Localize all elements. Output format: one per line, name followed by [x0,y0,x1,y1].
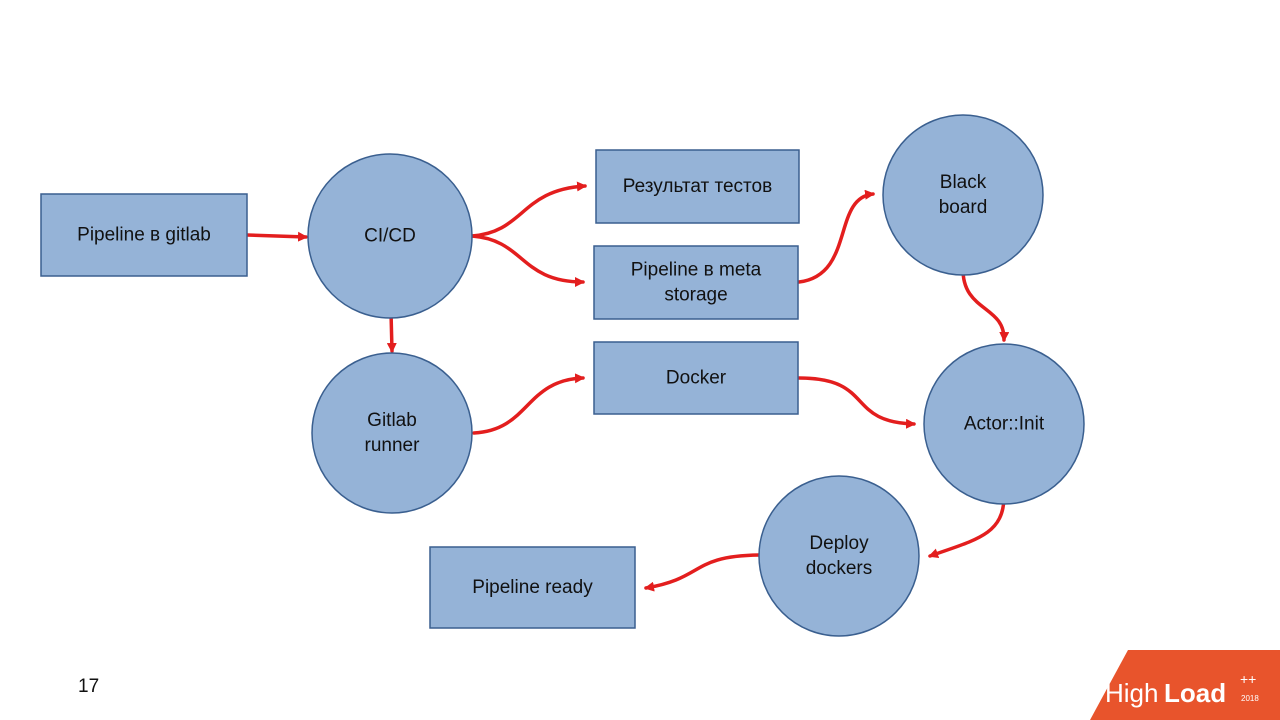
node-cicd-circle [307,153,473,319]
edge-actor-init-to-deploy-dockers [928,496,1006,559]
node-pipeline-meta-box [593,245,799,320]
node-test-results-box [595,149,800,224]
node-blackboard: Black board [882,114,1044,276]
edges [245,181,1010,592]
node-pipeline-gitlab-label: Pipeline в gitlab [77,225,211,246]
node-actor-init-circle [923,343,1085,505]
edge-pipeline-gitlab-to-cicd [245,231,308,242]
edge-pipeline-meta-to-blackboard [797,189,875,284]
edge-blackboard-to-actor-init [961,266,1010,342]
node-pipeline-ready: Pipeline ready [429,546,636,629]
node-deploy-dockers-label: Deploy [809,533,869,554]
node-actor-init-label: Actor::Init [964,414,1045,435]
edge-gitlab-runner-to-docker [472,373,585,435]
node-pipeline-ready-box [429,546,636,629]
node-actor-init: Actor::Init [923,343,1085,505]
node-blackboard-label: Black [940,172,987,193]
logo-load: Load [1164,678,1226,708]
node-gitlab-runner-label: Gitlab [367,410,417,431]
slide-number: 17 [78,676,100,697]
node-deploy-dockers-label: dockers [806,558,873,579]
node-pipeline-meta-label: storage [664,285,727,306]
logo-plus: ++ [1240,671,1256,687]
node-docker-label: Docker [666,368,727,389]
node-deploy-dockers-circle [758,475,920,637]
node-test-results-label: Результат тестов [623,176,772,197]
node-pipeline-gitlab-box [40,193,248,277]
node-test-results: Результат тестов [595,149,800,224]
node-pipeline-meta-label: Pipeline в meta [631,260,762,281]
edge-docker-to-actor-init [797,376,916,429]
logo-high: High [1105,678,1158,708]
logo-background [1090,650,1280,720]
logo-year: 2018 [1241,694,1259,703]
node-gitlab-runner-label: runner [365,435,421,456]
highload-logo: High Load ++ 2018 [1090,650,1280,720]
node-deploy-dockers: Deploy dockers [758,475,920,637]
node-pipeline-meta: Pipeline в meta storage [593,245,799,320]
node-docker-box [593,341,799,415]
node-pipeline-gitlab: Pipeline в gitlab [40,193,248,277]
node-gitlab-runner-circle [311,352,473,514]
node-cicd-label: CI/CD [364,226,416,247]
node-docker: Docker [593,341,799,415]
node-gitlab-runner: Gitlab runner [311,352,473,514]
node-blackboard-circle [882,114,1044,276]
node-pipeline-ready-label: Pipeline ready [472,577,593,598]
edge-cicd-to-test-results [470,181,587,238]
edge-cicd-to-pipeline-meta [470,234,585,287]
edge-deploy-dockers-to-pipeline-ready [644,553,761,592]
node-blackboard-label: board [939,197,988,218]
node-cicd: CI/CD [307,153,473,319]
nodes: Pipeline в gitlab CI/CD Результат тестовPi… [40,114,1085,637]
